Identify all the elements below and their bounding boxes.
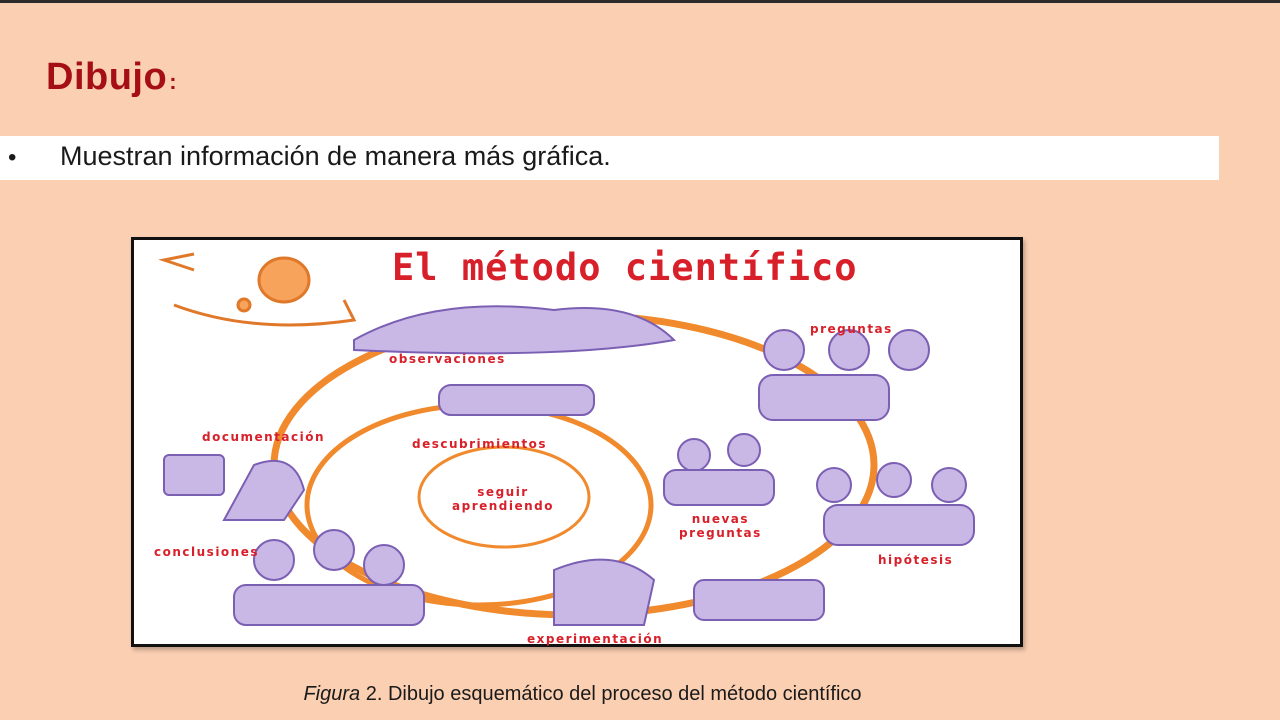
stage-illustrations — [163, 305, 975, 626]
observaciones-illustration — [353, 305, 677, 355]
thinking-child-illustration — [158, 252, 357, 327]
slide-title: Dibujo: — [46, 56, 177, 99]
stage-center-line2: aprendiendo — [452, 499, 555, 513]
caption-number: 2. — [365, 683, 383, 705]
bullet-icon: • — [8, 144, 17, 171]
bullet-text: Muestran información de manera más gráfi… — [60, 141, 611, 171]
stage-experimentacion: experimentación — [527, 632, 664, 646]
conclusiones-illustration — [233, 529, 425, 626]
stage-descubrimientos: descubrimientos — [412, 437, 548, 451]
top-border — [0, 0, 1280, 3]
descubrimientos-illustration — [438, 384, 595, 416]
stage-center-line1: seguir — [477, 485, 529, 499]
figure-illustration — [158, 252, 975, 626]
preguntas-illustration — [758, 329, 930, 421]
figure-caption: Figura 2. Dibujo esquemático del proceso… — [0, 683, 1165, 706]
stage-hipotesis: hipótesis — [878, 553, 954, 567]
stage-preguntas: preguntas — [810, 322, 893, 336]
center-ellipse — [417, 445, 591, 549]
documentacion-illustration — [163, 454, 306, 521]
scientific-method-figure: El método científico observaciones pregu… — [131, 237, 1023, 647]
figure-title: El método científico — [392, 246, 858, 289]
hipotesis-illustration — [816, 462, 975, 546]
stage-nuevas-line1: nuevas — [691, 512, 750, 526]
stage-documentacion: documentación — [202, 430, 326, 444]
experimentacion-illustration — [553, 558, 825, 626]
stage-nuevas-line2: preguntas — [679, 526, 762, 540]
slide-title-text: Dibujo — [46, 56, 168, 98]
stage-conclusiones: conclusiones — [154, 545, 259, 559]
nuevas-preguntas-illustration — [663, 433, 775, 506]
slide-title-colon: : — [169, 69, 178, 94]
caption-label: Figura — [303, 683, 361, 705]
bullet-strip — [0, 136, 1219, 180]
stage-observaciones: observaciones — [389, 352, 506, 366]
caption-text: Dibujo esquemático del proceso del métod… — [387, 683, 862, 705]
